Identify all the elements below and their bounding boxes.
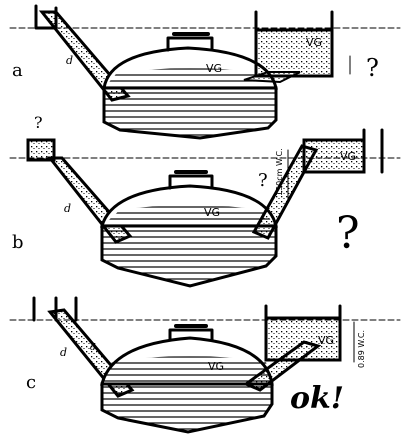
pipe-diameter-label: d [64,202,71,215]
tank-gas-volume-label: VG [318,334,334,347]
tank-walls [264,304,342,362]
digester-pit [102,86,278,140]
panel-c: c d VG VG d 0.89 W.C. ok! [9,296,401,434]
slurry-in-dome [102,205,276,226]
gas-volume-label: VG [208,360,224,373]
gas-volume-label: VG [206,62,222,75]
panel-a: a d VG VG ? [9,4,401,140]
panel-letter: a [12,60,23,81]
question-mark-big: ? [336,208,360,259]
tank-walls [254,10,334,78]
manhole-neck [166,36,214,52]
water-column-label: 0.89 W.C. [357,330,366,368]
manhole-neck [168,328,214,342]
slurry-in-dome [102,356,272,384]
displacement-tank [254,28,334,78]
digester-pit [100,224,278,288]
pipe-diameter-label: d [66,54,73,67]
inlet-tank [26,138,56,162]
tank-gas-volume-label: VG [306,36,322,49]
panel-letter: c [26,372,36,393]
small-marker-label: d [90,343,96,353]
gas-volume-label: VG [204,206,220,219]
tank-gas-volume-label: VG [340,150,356,163]
panel-letter: b [12,232,24,253]
digester-pit [100,382,274,434]
tank-walls [362,128,384,174]
question-mark-mid: ? [258,170,268,191]
ok-annotation: ok! [290,381,344,416]
manhole-neck [168,174,214,190]
pipe-diameter-label: d [60,346,67,359]
panel-b: b d VG VG ? ? ? 150cm W.C. [9,113,401,288]
question-mark: ? [366,54,379,82]
water-column-label: 150cm W.C. [275,148,284,196]
question-mark-left: ? [34,113,43,132]
displacement-tank [302,138,366,174]
slurry-in-dome [104,68,276,88]
